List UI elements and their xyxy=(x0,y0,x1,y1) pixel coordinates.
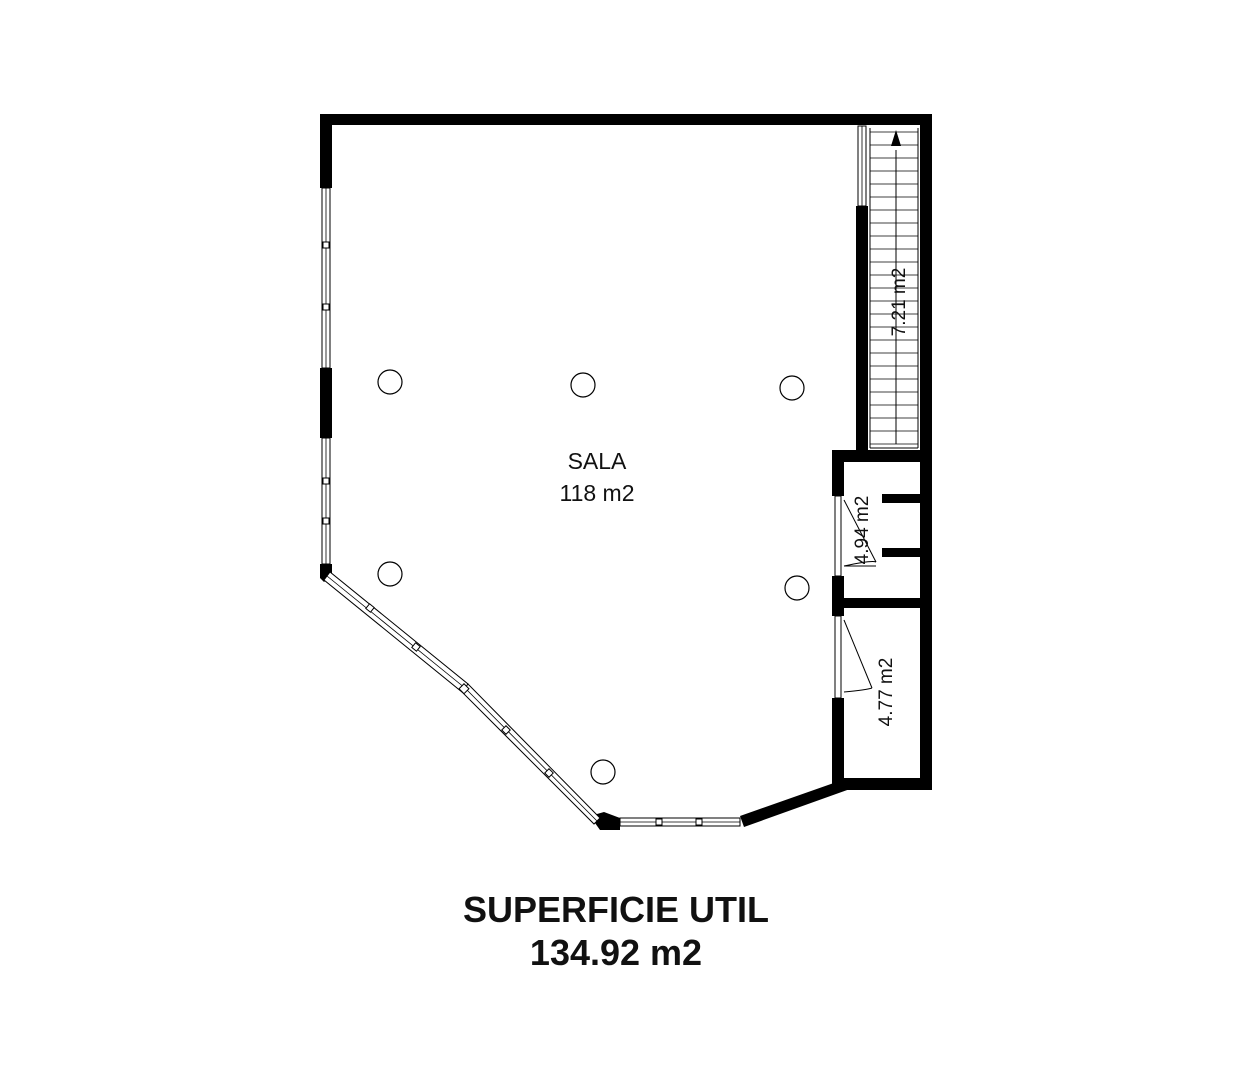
window-diagonal xyxy=(323,571,601,825)
column xyxy=(779,375,805,401)
column xyxy=(377,369,403,395)
walls xyxy=(320,114,932,830)
windows xyxy=(321,125,867,827)
column xyxy=(570,372,596,398)
wall-bath-left-upper xyxy=(832,450,844,496)
total-area-value: 134.92 m2 xyxy=(529,932,703,973)
wall-stair-partition xyxy=(856,206,868,454)
wall-left-upper xyxy=(320,114,332,188)
wall-bath-top xyxy=(832,450,932,462)
wall-storage-bottom xyxy=(832,778,932,790)
total-area-title: SUPERFICIE UTIL xyxy=(462,889,770,930)
stair-arrow xyxy=(891,130,901,444)
room-area-stairs: 7.21 m2 xyxy=(889,268,910,337)
room-area-storage: 4.77 m2 xyxy=(876,658,897,727)
wall-top xyxy=(320,114,932,125)
stair-steps xyxy=(870,131,918,445)
door-bath xyxy=(834,495,877,577)
arrow-up-icon xyxy=(891,130,901,146)
wall-bottom-diagonal xyxy=(740,778,850,827)
room-name-sala: SALA xyxy=(568,448,627,474)
columns xyxy=(377,369,810,785)
wall-bath-left-lower xyxy=(832,576,844,616)
wall-storage-left xyxy=(832,698,844,790)
wall-bath-stub-lower xyxy=(882,548,922,557)
wall-left-middle xyxy=(320,368,332,438)
column xyxy=(784,575,810,601)
room-area-sala: 118 m2 xyxy=(559,480,634,506)
column xyxy=(590,759,616,785)
wall-bath-stub-upper xyxy=(882,494,922,503)
door-storage xyxy=(834,615,873,699)
column xyxy=(377,561,403,587)
room-area-bath: 4.94 m2 xyxy=(852,496,873,565)
wall-bath-storage xyxy=(832,598,932,608)
